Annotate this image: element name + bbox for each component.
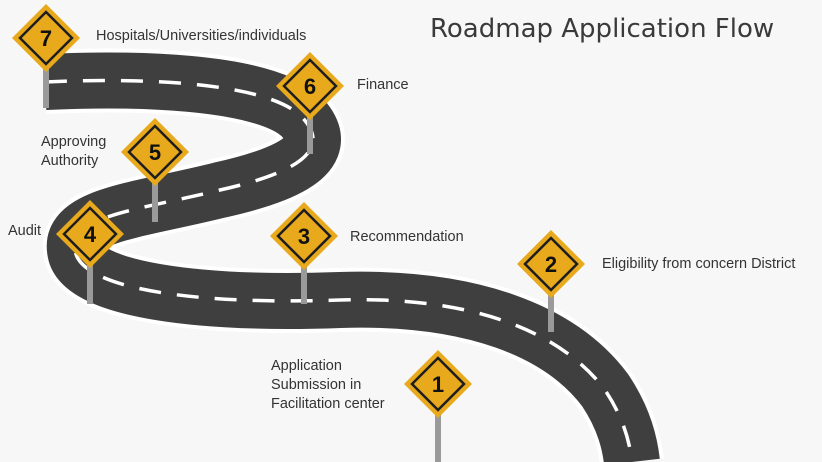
sign-2: 2 bbox=[517, 230, 585, 332]
step-1-label: Application Submission in Facilitation c… bbox=[271, 358, 385, 412]
sign-6-number: 6 bbox=[304, 74, 316, 99]
sign-7: 7 bbox=[12, 4, 80, 108]
sign-3-number: 3 bbox=[298, 224, 310, 249]
step-6-label: Finance bbox=[357, 77, 409, 93]
step-4-label: Audit bbox=[8, 223, 42, 239]
sign-1-number: 1 bbox=[432, 372, 444, 397]
sign-6: 6 bbox=[276, 52, 344, 154]
sign-5: 5 bbox=[121, 118, 189, 222]
sign-2-number: 2 bbox=[545, 252, 557, 277]
step-2-label: Eligibility from concern District bbox=[602, 256, 796, 272]
sign-4: 4 bbox=[56, 200, 124, 304]
sign-1: 1 bbox=[404, 350, 472, 462]
sign-3: 3 bbox=[270, 202, 338, 304]
step-7-label: Hospitals/Universities/individuals bbox=[96, 28, 307, 44]
sign-7-number: 7 bbox=[40, 26, 52, 51]
step-5-label: Approving Authority bbox=[41, 134, 107, 169]
step-3-label: Recommendation bbox=[350, 229, 464, 245]
sign-4-number: 4 bbox=[84, 222, 97, 247]
diagram-title: Roadmap Application Flow bbox=[430, 14, 775, 44]
road-center-line bbox=[44, 78, 634, 462]
sign-5-number: 5 bbox=[149, 140, 161, 165]
